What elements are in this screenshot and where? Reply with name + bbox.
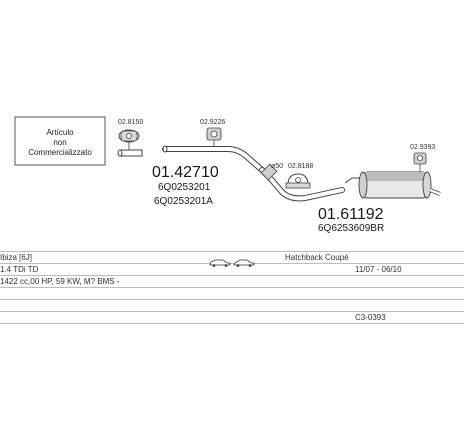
part-code-02-9393: 02.9393 [410,144,435,151]
assembly-number-01-42710: 01.42710 [152,164,219,181]
note-line-3: Commercializzato [28,148,92,157]
note-line-2: non [53,138,66,147]
part-code-02-8150: 02.8150 [118,119,143,126]
part-code-02-8188: 02.8188 [288,163,313,170]
table-rule [0,275,464,276]
hanger-icon [413,152,427,165]
table-rule [0,287,464,288]
table-rule [0,299,464,300]
part-code-02-9226: 02.9226 [200,119,225,126]
assembly-ref-6q0253201a: 6Q0253201A [154,196,213,207]
body-type: Hatchback Coupé [285,253,349,262]
diameter-label: ø50 [271,163,283,170]
clamp-icon [285,173,311,189]
table-rule [0,251,464,252]
engine-spec: 1422 cc,00 HP, 59 KW, M? BMS - [0,277,120,286]
production-dates: 11/07 - 06/10 [355,265,402,274]
hanger-icon [206,127,222,141]
exhaust-diagram: Artículo non Commercializzato 02.8150 02… [14,116,441,234]
assembly-ref-6q0253201: 6Q0253201 [158,182,211,193]
catalog-code: C3-0393 [355,313,386,322]
hanger-icon [118,129,140,143]
table-rule [0,323,464,324]
table-rule [0,263,464,264]
pipe-joint [260,163,278,181]
note-line-1: Artículo [46,128,74,137]
rear-muffler [344,171,441,199]
assembly-number-01-61192: 01.61192 [318,206,384,223]
car-icons [209,254,255,267]
vehicle-model: Ibiza [6J] [0,253,33,262]
table-rule [0,311,464,312]
car-hatchback-icon [209,259,231,267]
not-sold-note-box [14,116,106,166]
assembly-ref-6q6253609br: 6Q6253609BR [318,223,384,234]
car-coupe-icon [233,259,255,267]
front-pipe-stub [117,149,143,157]
engine: 1.4 TDi TD [0,265,39,274]
